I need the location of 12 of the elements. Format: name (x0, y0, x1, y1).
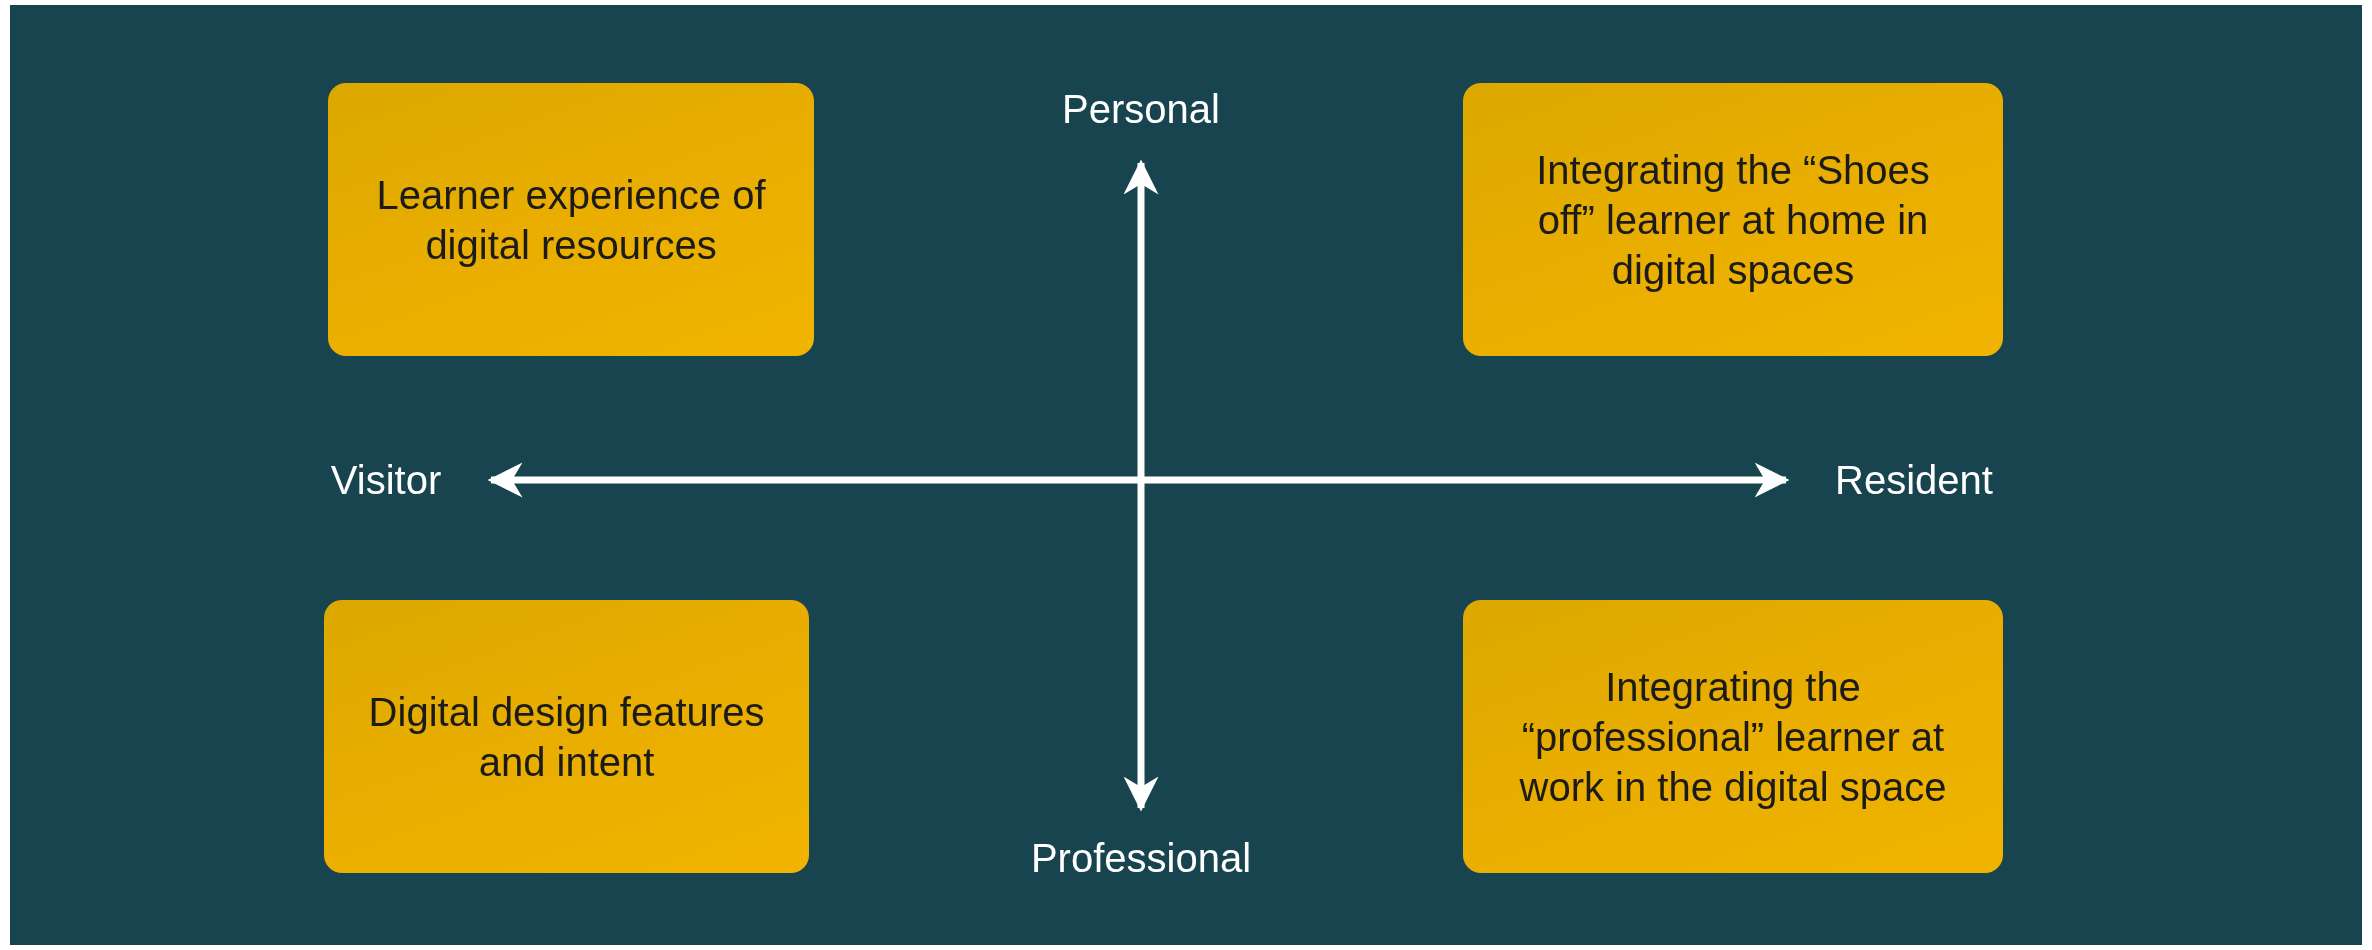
quadrant-card (1463, 83, 2003, 356)
quadrant-card (328, 83, 814, 356)
quadrant-card (1463, 600, 2003, 873)
card-text: Integrating the “professional” learner at work in the digital space (1518, 663, 1948, 811)
card-text: Digital design features and intent (367, 688, 766, 786)
card-text: Learner experience of digital resources (375, 171, 767, 269)
axis-label: Professional (1030, 835, 1252, 881)
quadrant-card (324, 600, 809, 873)
axis-label: Resident (1835, 457, 1993, 503)
axis-label: Visitor (330, 457, 442, 503)
axis-label: Personal (1062, 86, 1220, 132)
card-text: Integrating the “Shoes off” learner at home in digital spaces (1535, 146, 1931, 294)
